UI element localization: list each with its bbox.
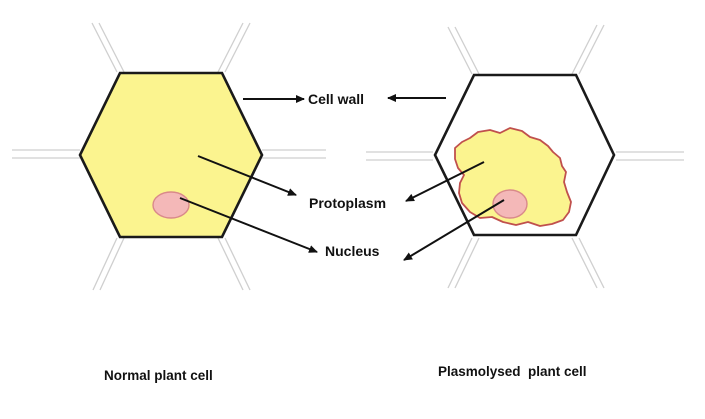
normal-cell-wall xyxy=(78,71,264,239)
arrow-protoplasm-left xyxy=(197,155,297,196)
caption-normal-cell: Normal plant cell xyxy=(104,368,213,383)
plasmolysed-plant-cell xyxy=(366,24,684,289)
shrunken-protoplasm xyxy=(454,127,572,227)
arrow-protoplasm-right xyxy=(405,161,485,202)
plasmolysed-nucleus xyxy=(492,189,528,219)
label-cell-wall: Cell wall xyxy=(308,91,364,107)
arrow-nucleus-left xyxy=(179,197,318,253)
normal-plant-cell xyxy=(12,22,326,291)
normal-neighbor-walls xyxy=(12,22,326,291)
normal-nucleus xyxy=(152,191,190,219)
label-nucleus: Nucleus xyxy=(325,243,380,259)
caption-plasmolysed-cell: Plasmolysed plant cell xyxy=(438,364,587,379)
plasmolysed-neighbor-walls xyxy=(366,24,684,289)
label-protoplasm: Protoplasm xyxy=(309,195,386,211)
pointer-arrows xyxy=(179,94,505,261)
arrow-nucleus-right xyxy=(403,199,505,261)
